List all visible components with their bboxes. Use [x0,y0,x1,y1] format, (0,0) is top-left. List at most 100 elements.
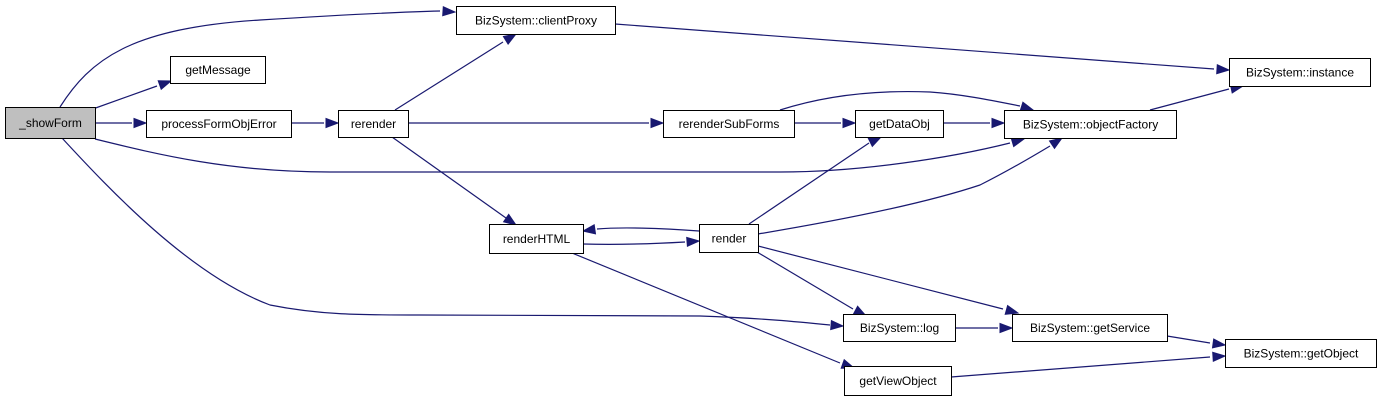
node-getDataObj[interactable]: getDataObj [855,110,944,138]
edge-line [61,137,831,326]
node-box[interactable] [5,107,96,139]
arrowhead-icon [1048,137,1064,150]
node-rerenderSubForms[interactable]: rerenderSubForms [663,110,795,138]
arrowhead-icon [867,136,883,148]
edge-render-to-getService [757,245,1020,315]
edges-layer [59,5,1245,378]
node-label: processFormObjError [161,117,276,131]
edge-line [391,136,507,219]
node-getService[interactable]: BizSystem::getService [1012,314,1168,342]
edge-rerender-to-clientProxy [394,33,518,111]
edge-line [89,85,158,111]
arrowhead-icon [1004,304,1020,315]
node-box[interactable] [338,110,409,138]
node-box[interactable] [844,366,952,396]
edge-showForm-to-objectFactory [94,137,1026,173]
node-box[interactable] [1012,314,1168,342]
edge-line [394,41,504,111]
arrowhead-icon [842,117,857,129]
node-box[interactable] [170,56,266,84]
edge-render-to-renderHTML [581,224,700,235]
edge-render-to-log [756,251,868,317]
node-getObject[interactable]: BizSystem::getObject [1225,339,1377,368]
node-box[interactable] [855,110,944,138]
edge-line [596,227,700,232]
arrowhead-icon [999,322,1014,334]
node-label: BizSystem::objectFactory [1023,118,1158,132]
edge-renderHTML-to-render [582,236,701,248]
edge-line [94,138,1011,173]
edge-render-to-getDataObj [748,136,883,225]
node-log[interactable]: BizSystem::log [843,314,956,342]
node-box[interactable] [1004,110,1177,139]
node-box[interactable] [699,224,759,253]
edge-showForm-to-getMessage [89,80,173,111]
arrowhead-icon [502,213,518,226]
edge-line [950,356,1211,378]
arrowhead-icon [650,117,665,129]
node-instance[interactable]: BizSystem::instance [1229,58,1371,87]
node-clientProxy[interactable]: BizSystem::clientProxy [456,6,616,35]
edge-getViewObject-to-getObject [950,351,1227,378]
arrowhead-icon [1212,351,1227,363]
node-box[interactable] [1229,58,1371,87]
arrowhead-icon [502,33,518,45]
arrowhead-icon [1216,63,1231,75]
node-label: render [712,232,747,246]
edge-line [757,245,1004,310]
edge-getDataObj-to-objectFactory [943,117,1006,129]
node-getMessage[interactable]: getMessage [170,56,266,84]
node-box[interactable] [489,224,584,254]
node-rerender[interactable]: rerender [338,110,409,138]
node-showForm[interactable]: _showForm [5,107,96,139]
arrowhead-icon [581,224,597,235]
arrowhead-icon [686,236,701,248]
edge-line [59,10,441,108]
node-label: BizSystem::getObject [1244,347,1359,361]
node-box[interactable] [456,6,616,35]
node-box[interactable] [1225,339,1377,368]
node-renderHTML[interactable]: renderHTML [489,224,584,254]
arrowhead-icon [133,117,148,129]
edge-renderHTML-to-getViewObject [571,252,856,369]
node-box[interactable] [663,110,795,138]
node-label: getViewObject [859,374,937,388]
node-label: renderHTML [503,232,571,246]
node-label: rerender [351,117,396,131]
edge-line [614,23,1215,70]
node-label: _showForm [18,116,82,130]
edge-rerender-to-renderHTML [391,136,518,226]
edge-log-to-getService [955,322,1014,334]
edge-render-to-objectFactory [757,137,1064,235]
node-getViewObject[interactable]: getViewObject [844,366,952,396]
edge-line [779,90,1021,111]
node-label: BizSystem::log [860,321,939,335]
edge-line [757,145,1051,235]
edge-line [571,252,841,364]
arrowhead-icon [1019,101,1035,112]
edge-objectFactory-to-instance [1149,83,1245,111]
node-render[interactable]: render [699,224,759,253]
edge-line [582,241,686,245]
node-processFormObjError[interactable]: processFormObjError [146,110,292,138]
edge-showForm-to-clientProxy [59,5,457,108]
arrowhead-icon [1211,338,1227,349]
edge-rerenderSubForms-to-getDataObj [794,117,857,129]
nodes-layer: _showForm getMessage processFormObjError re… [5,6,1377,396]
edge-clientProxy-to-instance [614,23,1231,75]
edge-showForm-to-processFormObjError [95,117,148,129]
arrowhead-icon [1010,137,1026,148]
arrowhead-icon [442,5,457,17]
node-box[interactable] [843,314,956,342]
node-label: rerenderSubForms [679,117,780,131]
edge-showForm-to-log [61,137,845,331]
edge-line [1166,335,1211,344]
edge-getService-to-getObject [1166,335,1227,349]
arrowhead-icon [157,80,173,91]
arrowhead-icon [991,117,1006,129]
edge-rerender-to-rerenderSubForms [408,117,665,129]
node-objectFactory[interactable]: BizSystem::objectFactory [1004,110,1177,139]
arrowhead-icon [325,117,340,129]
node-box[interactable] [146,110,292,138]
